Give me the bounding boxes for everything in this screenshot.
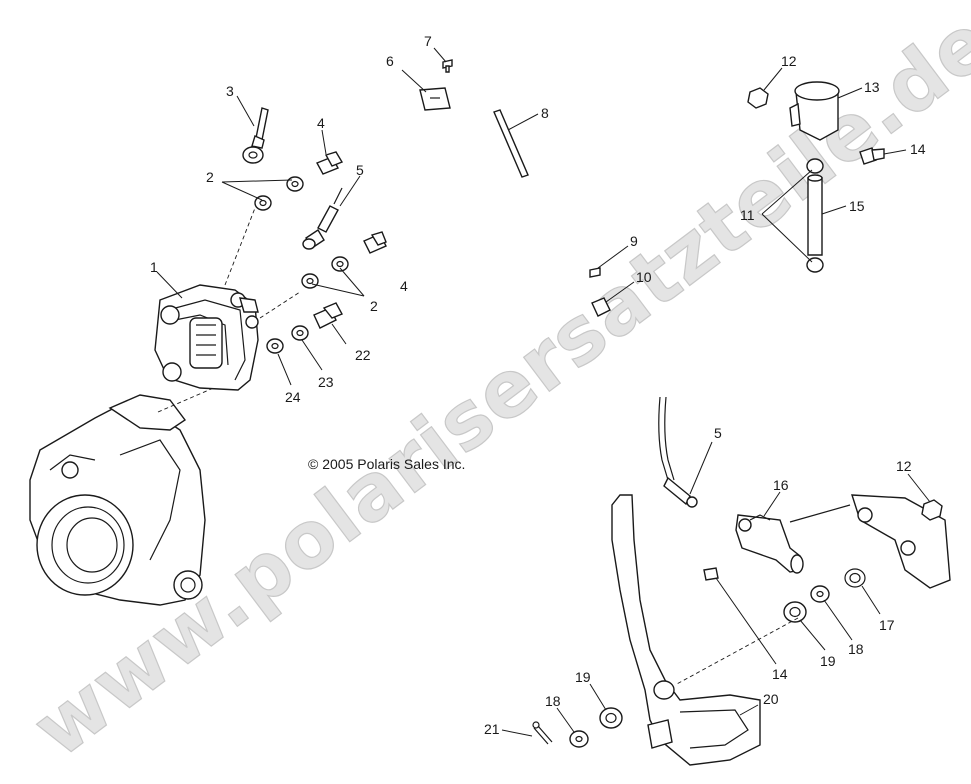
washer — [286, 176, 304, 192]
callout-14: 14 — [910, 141, 926, 157]
brake-caliper — [154, 284, 259, 391]
nut — [921, 499, 943, 521]
bolt — [363, 231, 387, 254]
brake-fluid-reservoir — [789, 81, 840, 141]
washer — [291, 325, 309, 341]
washer — [331, 256, 349, 272]
callout-4: 4 — [400, 278, 408, 294]
callout-18: 18 — [545, 693, 561, 709]
elbow-fitting — [591, 297, 611, 317]
callout-10: 10 — [636, 269, 652, 285]
screw — [442, 59, 453, 73]
callout-19: 19 — [820, 653, 836, 669]
callout-23: 23 — [318, 374, 334, 390]
washer — [569, 730, 589, 748]
callout-3: 3 — [226, 83, 234, 99]
brake-line-fitting — [302, 187, 343, 250]
hose-clamp — [806, 158, 824, 174]
callout-2: 2 — [206, 169, 214, 185]
callout-19: 19 — [575, 669, 591, 685]
callout-2: 2 — [370, 298, 378, 314]
caliper-bolt — [313, 302, 343, 329]
washer — [254, 195, 272, 211]
bushing — [599, 707, 623, 729]
bolt — [703, 567, 719, 581]
leader-line — [674, 617, 799, 686]
callout-22: 22 — [355, 347, 371, 363]
copyright-notice: © 2005 Polaris Sales Inc. — [308, 456, 465, 472]
callout-9: 9 — [630, 233, 638, 249]
callout-18: 18 — [848, 641, 864, 657]
brake-line-lower — [658, 396, 698, 508]
washer — [810, 585, 830, 603]
callout-24: 24 — [285, 389, 301, 405]
callout-4: 4 — [317, 115, 325, 131]
spring-clip — [844, 568, 866, 588]
bushing — [783, 601, 807, 623]
callout-7: 7 — [424, 33, 432, 49]
brake-light-switch — [419, 87, 451, 111]
callout-14: 14 — [772, 666, 788, 682]
brake-line-banjo — [242, 107, 269, 164]
cotter-pin — [532, 721, 553, 745]
leader-line — [259, 291, 301, 319]
nut — [747, 87, 769, 109]
callout-1: 1 — [150, 259, 158, 275]
pushrod-pin — [493, 109, 529, 178]
callout-12: 12 — [781, 53, 797, 69]
callout-21: 21 — [484, 721, 500, 737]
screw — [589, 267, 601, 278]
wheel-knuckle-housing — [29, 394, 206, 606]
master-cylinder — [735, 514, 804, 574]
callout-8: 8 — [541, 105, 549, 121]
callout-13: 13 — [864, 79, 880, 95]
bolt — [859, 147, 885, 165]
washer — [266, 338, 284, 354]
banjo-bolt — [316, 151, 344, 175]
brake-pedal — [611, 494, 761, 766]
washer — [301, 273, 319, 289]
callout-5: 5 — [714, 425, 722, 441]
callout-11: 11 — [740, 207, 755, 223]
callout-17: 17 — [879, 617, 895, 633]
reservoir-hose — [807, 174, 823, 256]
callout-20: 20 — [763, 691, 779, 707]
leader-lines — [156, 47, 931, 737]
leader-line — [224, 207, 256, 286]
callout-labels: 1 2 2 3 4 4 5 5 6 7 8 9 10 11 12 12 13 1… — [150, 33, 926, 737]
mounting-bracket — [789, 494, 951, 589]
callout-6: 6 — [386, 53, 394, 69]
callout-16: 16 — [773, 477, 789, 493]
callout-5: 5 — [356, 162, 364, 178]
callout-15: 15 — [849, 198, 865, 214]
callout-12: 12 — [896, 458, 912, 474]
